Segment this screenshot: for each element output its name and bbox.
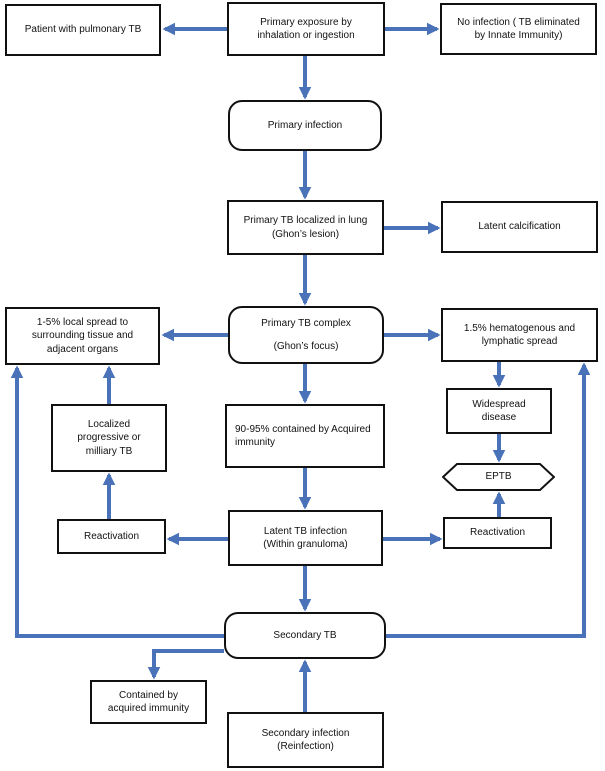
- arrow-secondary-to-local-spread: [10, 365, 224, 638]
- node-text: Secondary TB: [273, 629, 337, 641]
- arrow-secondary-to-contained-by: [147, 649, 224, 680]
- node-widespread-disease: Widespread disease: [446, 388, 552, 434]
- node-text: (Ghon’s lesion): [271, 228, 340, 240]
- node-secondary-tb: Secondary TB: [224, 612, 386, 659]
- node-text: (Reinfection): [277, 741, 334, 752]
- node-local-spread: 1-5% local spread to surrounding tissue …: [5, 307, 160, 365]
- node-text: Primary TB localized in lung: [243, 215, 368, 226]
- node-text: immunity: [235, 437, 276, 448]
- node-patient-pulmonary-tb: Patient with pulmonary TB: [5, 4, 161, 56]
- arrow-secondary-to-hematogenous: [386, 362, 591, 638]
- node-text: 90-95% contained by Acquired: [235, 423, 371, 435]
- node-text: EPTB: [485, 471, 512, 483]
- node-text: Localized: [87, 418, 131, 430]
- node-primary-tb-localized: Primary TB localized in lung (Ghon’s les…: [227, 200, 384, 255]
- node-text: surrounding tissue and: [31, 330, 134, 342]
- node-contained-by-acquired-immunity: Contained by acquired immunity: [90, 680, 207, 724]
- node-text: Latent TB infection: [263, 525, 348, 537]
- node-reactivation-right: Reactivation: [443, 517, 552, 549]
- node-text: Latent calcification: [478, 221, 561, 233]
- node-primary-infection: Primary infection: [228, 100, 382, 151]
- node-text: Secondary infection: [261, 727, 350, 739]
- node-hematogenous-spread: 1.5% hematogenous and lymphatic spread: [441, 308, 598, 362]
- node-latent-calcification: Latent calcification: [441, 201, 598, 253]
- node-primary-tb-complex: Primary TB complex (Ghon’s focus): [228, 306, 384, 364]
- node-text: Primary TB complex: [261, 318, 351, 329]
- node-primary-exposure: Primary exposure by inhalation or ingest…: [227, 2, 385, 56]
- node-contained-acquired-immunity: 90-95% contained by Acquired immunity: [225, 404, 385, 468]
- node-text: inhalation or ingestion: [257, 30, 355, 41]
- node-reactivation-left: Reactivation: [57, 519, 166, 554]
- node-text: adjacent organs: [46, 343, 119, 355]
- node-text: No infection ( TB eliminated: [457, 16, 580, 28]
- node-text: Widespread: [472, 398, 526, 410]
- node-text: 1.5% hematogenous and: [463, 322, 576, 334]
- node-text: progressive or: [77, 432, 141, 444]
- node-eptb: EPTB: [442, 463, 555, 491]
- node-text: lymphatic spread: [481, 336, 558, 347]
- hexagon-shape: [442, 463, 555, 491]
- node-text: Reactivation: [469, 527, 526, 539]
- node-text: Contained by: [119, 689, 178, 701]
- node-latent-tb-infection: Latent TB infection (Within granuloma): [228, 510, 383, 566]
- node-text: disease: [481, 412, 517, 423]
- node-text: acquired immunity: [107, 703, 190, 714]
- node-no-infection: No infection ( TB eliminated by Innate I…: [440, 3, 597, 55]
- node-secondary-infection: Secondary infection (Reinfection): [227, 712, 384, 768]
- node-text: 1-5% local spread to: [36, 316, 129, 328]
- node-text: by Innate Immunity): [474, 30, 563, 41]
- node-text: milliary TB: [85, 445, 133, 457]
- node-text: Primary infection: [267, 119, 343, 131]
- node-text: (Ghon’s focus): [273, 340, 339, 352]
- node-text: Primary exposure by: [260, 16, 352, 28]
- node-localized-progressive: Localized progressive or milliary TB: [51, 404, 167, 472]
- node-text: Reactivation: [83, 530, 140, 542]
- node-text: (Within granuloma): [263, 539, 348, 550]
- node-text: Patient with pulmonary TB: [24, 24, 142, 36]
